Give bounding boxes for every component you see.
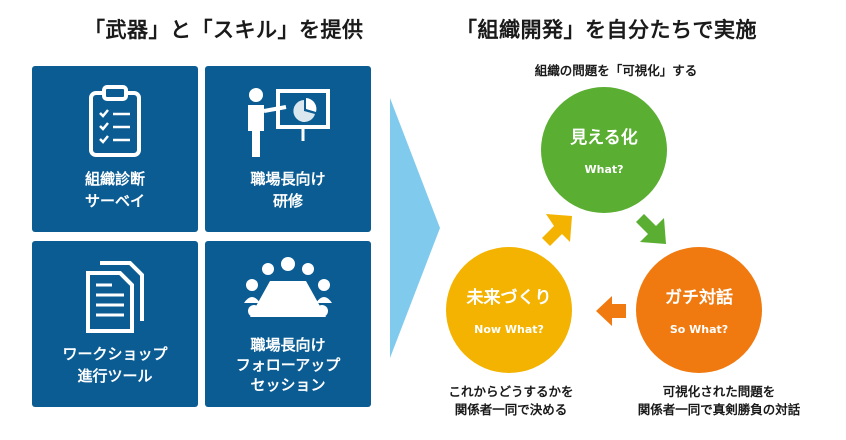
cycle-step-future: 未来づくり Now What?: [446, 247, 572, 373]
tile-label: 組織診断 サーベイ: [84, 170, 145, 210]
visualize-caption: 組織の問題を「可視化」する: [534, 63, 698, 78]
tile-manager-followup: 職場長向け フォローアップ セッション: [205, 241, 371, 407]
tile-org-survey: 組織診断 サーベイ: [32, 66, 198, 232]
presenter-board-icon: [205, 82, 371, 162]
meeting-table-icon: [205, 253, 371, 327]
cycle-step-title: 未来づくり: [466, 288, 552, 308]
cycle-step-subtitle: Now What?: [474, 323, 544, 336]
chevron-right-icon: [390, 98, 440, 358]
arrow-down-right-icon: [636, 214, 666, 244]
tile-label: 職場長向け 研修: [250, 170, 326, 210]
cycle-step-title: 見える化: [570, 128, 638, 148]
cycle-step-subtitle: What?: [584, 163, 624, 176]
arrow-up-right-icon: [542, 214, 572, 246]
clipboard-checklist-icon: [32, 82, 198, 162]
tile-label: 職場長向け フォローアップ セッション: [235, 336, 341, 394]
cycle-step-title: ガチ対話: [665, 288, 733, 308]
right-heading: 「組織開発」を自分たちで実施: [456, 18, 757, 42]
arrow-left-icon: [596, 296, 626, 326]
tile-label: ワークショップ 進行ツール: [62, 345, 168, 385]
future-caption: これからどうするかを 関係者一同で決める: [448, 384, 574, 417]
tile-workshop-tools: ワークショップ 進行ツール: [32, 241, 198, 407]
cycle-step-subtitle: So What?: [669, 323, 729, 336]
cycle-step-visualize: 見える化 What?: [541, 87, 667, 213]
cycle-step-dialogue: ガチ対話 So What?: [636, 247, 762, 373]
documents-icon: [32, 257, 198, 337]
tile-manager-training: 職場長向け 研修: [205, 66, 371, 232]
dialogue-caption: 可視化された問題を 関係者一同で真剣勝負の対話: [637, 384, 801, 417]
left-heading: 「武器」と「スキル」を提供: [84, 18, 364, 42]
